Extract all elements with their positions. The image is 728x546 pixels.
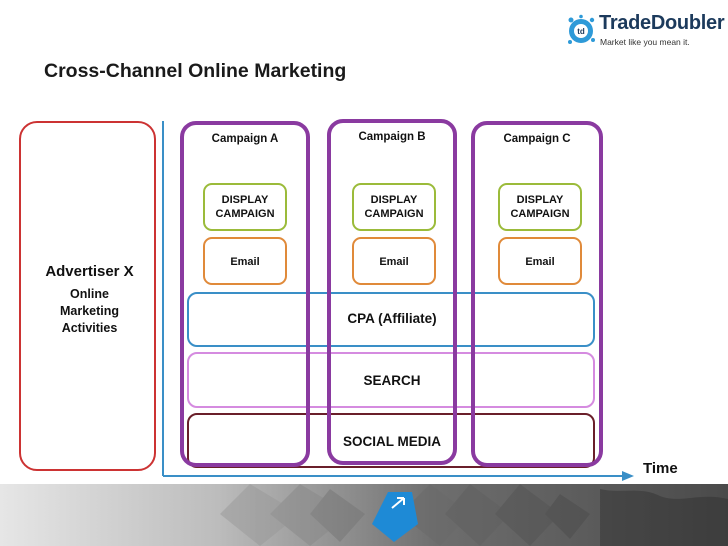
campaign-label-a: Campaign A [211,133,279,145]
display-campaign-box-b: DISPLAY CAMPAIGN [352,183,436,231]
email-box-b: Email [352,237,436,285]
banner-graphic [220,484,728,546]
campaign-label-b: Campaign B [358,131,426,143]
arrow-up-right-icon [391,497,405,509]
page-title: Cross-Channel Online Marketing [44,60,347,82]
tradedoubler-logo-icon: td [568,14,595,44]
logo-wordmark-part1: Trade [599,12,651,34]
advertiser-name: Advertiser X [45,263,134,280]
tradedoubler-logo: td TradeDoubler Market like you mean it. [566,12,725,52]
logo-mark-text: td [577,27,585,36]
display-campaign-box-a: DISPLAY CAMPAIGN [203,183,287,231]
banner-accent-shape [372,492,418,542]
campaign-column-a [180,121,310,467]
display-campaign-box-c: DISPLAY CAMPAIGN [498,183,582,231]
channel-label-cpa: CPA (Affiliate) [347,311,437,326]
campaign-label-c: Campaign C [503,133,571,145]
campaign-column-b [327,119,457,465]
channel-label-search: SEARCH [363,373,421,388]
logo-wordmark: TradeDoubler [599,12,725,35]
time-axis-label: Time [643,460,678,477]
campaign-column-c [471,121,603,467]
decorative-footer-banner [0,484,728,546]
logo-tagline: Market like you mean it. [600,37,690,47]
logo-wordmark-part2: Doubler [650,12,725,34]
channel-bar-search [187,352,595,408]
advertiser-box: Advertiser X Online Marketing Activities [19,121,156,471]
channel-bar-cpa [187,292,595,347]
email-box-c: Email [498,237,582,285]
channel-label-social-media: SOCIAL MEDIA [342,434,441,449]
email-box-a: Email [203,237,287,285]
advertiser-description: Online Marketing Activities [59,287,120,335]
channel-bar-social-media [187,413,595,468]
axis-arrow-icon [622,471,634,481]
